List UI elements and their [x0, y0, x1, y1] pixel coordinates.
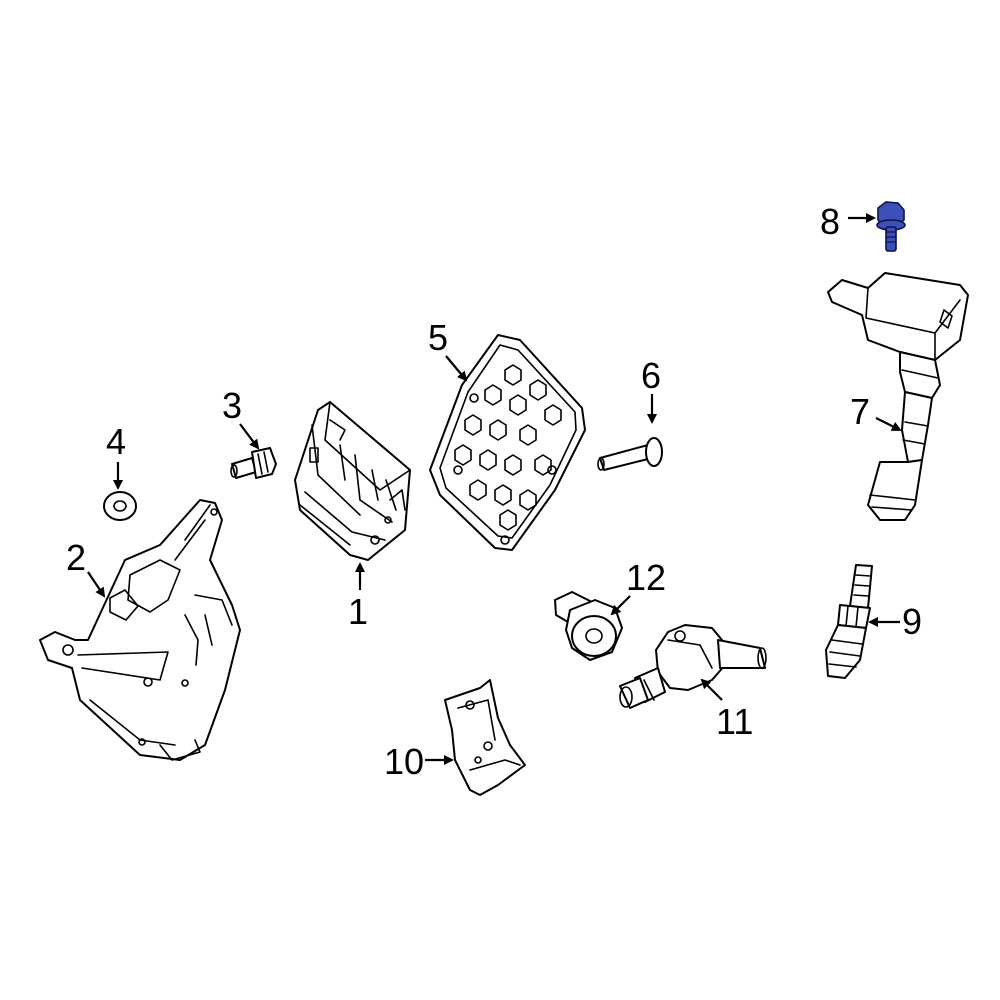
part-1-control-module [294, 401, 411, 561]
callout-1: 1 [348, 591, 368, 632]
part-5-cover-plate [429, 334, 586, 551]
leader-11 [700, 678, 723, 701]
callout-9: 9 [902, 601, 922, 642]
leader-3 [239, 423, 260, 450]
leader-2 [87, 571, 106, 598]
part-9-spark-plug [825, 564, 873, 679]
part-12-sensor [554, 591, 623, 661]
callout-5: 5 [428, 317, 448, 358]
part-11-solenoid-valve [619, 624, 767, 709]
part-7-ignition-coil [827, 272, 969, 521]
part-3-bolt [230, 447, 277, 479]
part-8-bolt-highlighted [876, 201, 906, 252]
leader-lines [87, 213, 902, 765]
leader-7 [875, 417, 902, 431]
part-6-pin [597, 437, 663, 471]
leader-12 [610, 595, 631, 616]
callout-12: 12 [626, 557, 666, 598]
callout-10: 10 [384, 741, 424, 782]
callout-2: 2 [66, 537, 86, 578]
part-4-washer [103, 491, 137, 521]
callout-7: 7 [850, 391, 870, 432]
callout-6: 6 [641, 355, 661, 396]
callout-8: 8 [820, 201, 840, 242]
callout-11: 11 [716, 701, 753, 742]
callout-labels: 1 2 3 4 5 6 7 8 9 10 11 12 [66, 201, 922, 782]
leader-5 [445, 355, 468, 382]
callout-3: 3 [222, 385, 242, 426]
callout-4: 4 [106, 421, 126, 462]
part-10-bracket-plate [444, 679, 526, 796]
part-2-bracket-housing [39, 499, 241, 761]
